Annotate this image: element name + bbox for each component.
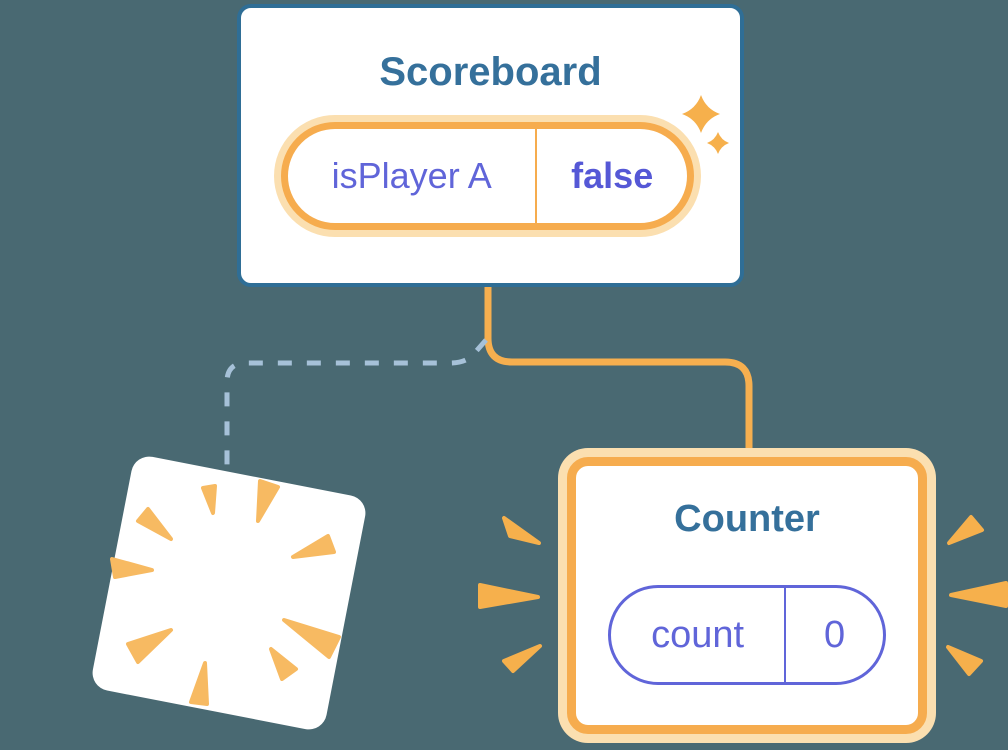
scoreboard-title: Scoreboard (379, 50, 602, 94)
counter-title: Counter (674, 498, 820, 540)
counter-card-body: Counter count 0 (567, 457, 927, 734)
scoreboard-to-counter-connector (484, 286, 753, 452)
counter-state-value: 0 (824, 613, 846, 656)
pill-divider (784, 588, 787, 682)
counter-state-key: count (651, 613, 745, 656)
counter-state-pill: count 0 (608, 585, 886, 685)
scoreboard-state-value: false (571, 155, 654, 196)
scoreboard-card: Scoreboard isPlayer A false (237, 4, 744, 287)
counter-card: Counter count 0 (558, 448, 936, 743)
scoreboard-to-removed-connector (224, 338, 488, 465)
pill-divider (535, 129, 538, 223)
scoreboard-state-pill: isPlayer A false (281, 122, 694, 230)
removed-component-card (89, 453, 369, 733)
scoreboard-state-key: isPlayer A (331, 155, 492, 196)
